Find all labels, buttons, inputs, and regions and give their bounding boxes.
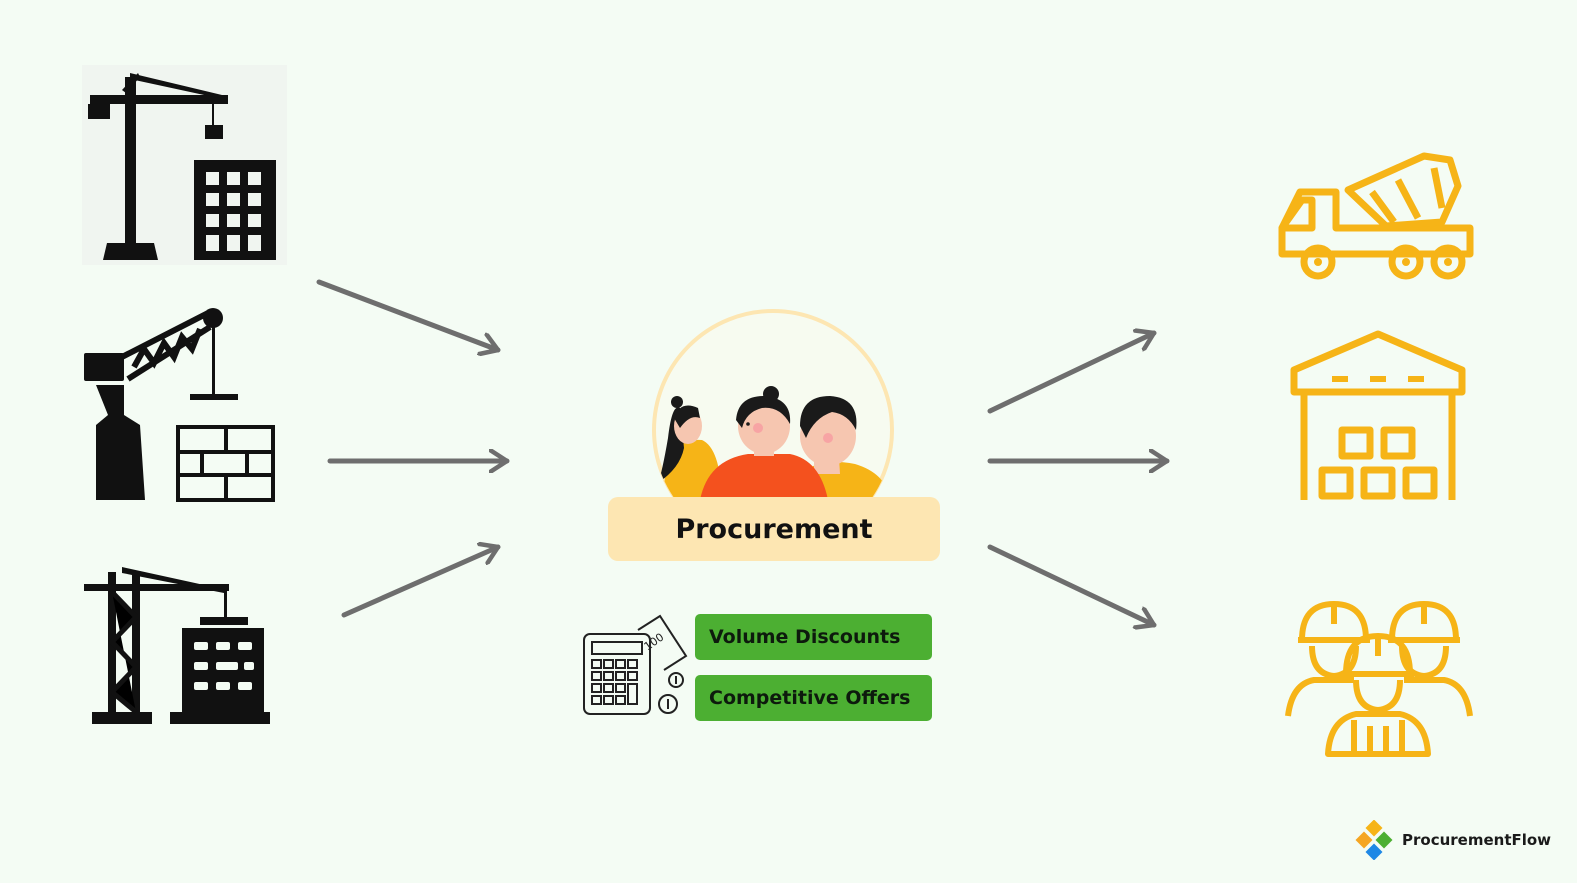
procurement-team-illustration xyxy=(650,308,896,500)
benefit-competitive-offers: Competitive Offers xyxy=(695,675,932,721)
procurementflow-logo-icon xyxy=(1355,820,1393,860)
concrete-mixer-truck-icon xyxy=(1274,148,1479,284)
construction-workers-icon xyxy=(1284,596,1474,758)
calculator-money-icon: 100 xyxy=(580,614,690,718)
crane-office-building-icon xyxy=(82,562,282,727)
arrow-in-bottom xyxy=(341,547,501,618)
brand-name: ProcurementFlow xyxy=(1402,831,1552,849)
arrow-in-top xyxy=(316,279,501,350)
benefit-volume-discounts: Volume Discounts xyxy=(695,614,932,660)
luffing-crane-brickwork-icon xyxy=(82,305,282,505)
tower-crane-building-icon xyxy=(82,65,287,265)
arrow-out-top xyxy=(987,333,1157,414)
warehouse-icon xyxy=(1288,330,1468,506)
arrow-out-bottom xyxy=(987,544,1157,625)
brand: ProcurementFlow xyxy=(1354,820,1551,860)
procurement-label: Procurement xyxy=(608,497,940,561)
